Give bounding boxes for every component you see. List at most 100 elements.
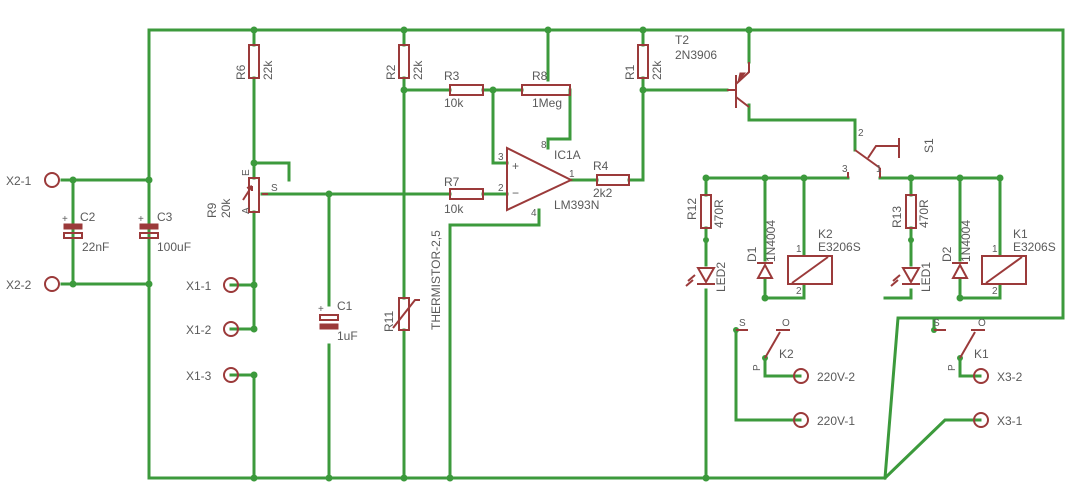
connector-label: X1-2 [186, 323, 212, 337]
component-name: C1 [337, 299, 353, 313]
component-name: K1 [974, 347, 989, 361]
pin-label: + [512, 159, 519, 173]
capacitor-c1: + C1 1uF [318, 299, 358, 343]
pin-label: S [271, 183, 278, 194]
resistor-r12: R12 470R [685, 194, 726, 229]
thermistor-r11: R11 THERMISTOR-2,5 [382, 230, 443, 332]
component-name: R9 [205, 202, 219, 218]
component-name: R8 [532, 69, 548, 83]
component-value: 1N4004 [764, 220, 778, 262]
connector-x3-2[interactable]: X3-2 [973, 368, 1023, 384]
component-value: 22k [261, 60, 275, 80]
component-value: E3206S [818, 240, 861, 254]
component-value: 22k [411, 60, 425, 80]
component-value: E3206S [1013, 240, 1056, 254]
component-value: THERMISTOR-2,5 [429, 230, 443, 330]
pin-label: P [752, 364, 763, 371]
component-name: K2 [818, 227, 833, 241]
component-name: R12 [685, 198, 699, 220]
pin-number: 4 [531, 208, 537, 219]
component-name: R6 [234, 64, 248, 80]
component-name: T2 [675, 33, 689, 47]
component-name: R7 [444, 175, 460, 189]
component-name: LED1 [919, 262, 933, 292]
diode-d2: D2 1N4004 [940, 220, 973, 279]
relay-coil-k2: 1 2 K2 E3206S [787, 227, 861, 297]
component-name: R2 [384, 64, 398, 80]
pin-label: O [782, 318, 790, 329]
component-value: 1uF [337, 329, 358, 343]
pin-label: E [241, 169, 252, 176]
component-value: 470R [917, 199, 931, 228]
component-name: R3 [444, 69, 460, 83]
pin-number: 1 [796, 244, 802, 255]
component-value: 10k [444, 202, 464, 216]
capacitor-c3: + C3 100uF [138, 210, 191, 254]
pin-number: 8 [541, 140, 547, 151]
svg-text:+: + [138, 214, 144, 225]
svg-text:+: + [318, 304, 324, 315]
pin-label: O [978, 318, 986, 329]
resistor-r8: R8 1Meg [521, 69, 571, 110]
svg-text:+: + [62, 214, 68, 225]
pin-number: 2 [498, 183, 504, 194]
relay-coil-k1: 1 2 K1 E3206S [981, 227, 1056, 297]
component-name: IC1A [554, 148, 581, 162]
resistor-r13: R13 470R [890, 194, 931, 229]
component-value: 22nF [82, 240, 109, 254]
pin-label: A [241, 207, 252, 214]
resistor-r3: R3 10k [444, 69, 484, 110]
component-value: 2k2 [593, 186, 613, 200]
component-name: K2 [779, 347, 794, 361]
component-value: 10k [444, 96, 464, 110]
component-name: C2 [80, 210, 96, 224]
connector-label: X3-2 [997, 370, 1023, 384]
pin-label: S [739, 318, 746, 329]
connector-x3-1[interactable]: X3-1 [973, 412, 1023, 428]
comparator-ic1a: + − 3 2 1 8 4 IC1A LM393N [498, 140, 599, 219]
connector-label: 220V-2 [817, 370, 855, 384]
component-value: 2N3906 [675, 48, 717, 62]
resistor-r6: R6 22k [234, 44, 275, 80]
connector-x1-2[interactable]: X1-2 [186, 321, 239, 337]
connector-x1-1[interactable]: X1-1 [186, 277, 239, 293]
connector-x1-3[interactable]: X1-3 [186, 367, 239, 383]
connector-x2-2[interactable]: X2-2 [6, 276, 60, 292]
resistor-r2: R2 22k [384, 44, 425, 80]
connector-220v-2[interactable]: 220V-2 [793, 368, 855, 384]
component-value: LM393N [554, 198, 599, 212]
component-value: 1N4004 [959, 220, 973, 262]
resistor-r7: R7 10k [444, 175, 484, 216]
connector-label: X2-1 [6, 174, 32, 188]
resistor-r1: R1 22k [623, 44, 664, 80]
component-name: R1 [623, 64, 637, 80]
pin-label: S [933, 318, 940, 329]
pin-number: 2 [858, 128, 864, 139]
junctions [69, 26, 1004, 482]
component-name: R13 [890, 206, 904, 228]
connector-label: X1-3 [186, 369, 212, 383]
pin-number: 2 [992, 286, 998, 297]
connector-220v-1[interactable]: 220V-1 [793, 412, 855, 428]
pin-number: 1 [992, 244, 998, 255]
component-value: 22k [650, 60, 664, 80]
connector-label: X1-1 [186, 279, 212, 293]
component-name: S1 [922, 138, 936, 153]
switch-s1[interactable]: 2 3 1 S1 [842, 128, 936, 178]
diode-d1: D1 1N4004 [745, 220, 778, 279]
component-value: 1Meg [532, 96, 562, 110]
component-name: D1 [745, 246, 759, 262]
component-value: 470R [712, 199, 726, 228]
component-name: K1 [1013, 227, 1028, 241]
pin-number: 1 [876, 164, 882, 175]
component-value: 100uF [157, 240, 191, 254]
connector-x2-1[interactable]: X2-1 [6, 172, 60, 188]
pin-number: 1 [569, 169, 575, 180]
component-value: 20k [219, 198, 233, 218]
pin-number: 3 [842, 164, 848, 175]
relay-contact-k2: S O P K2 [736, 318, 794, 371]
component-name: LED2 [714, 262, 728, 292]
connector-label: X2-2 [6, 278, 32, 292]
led-led2: LED2 [685, 262, 728, 292]
